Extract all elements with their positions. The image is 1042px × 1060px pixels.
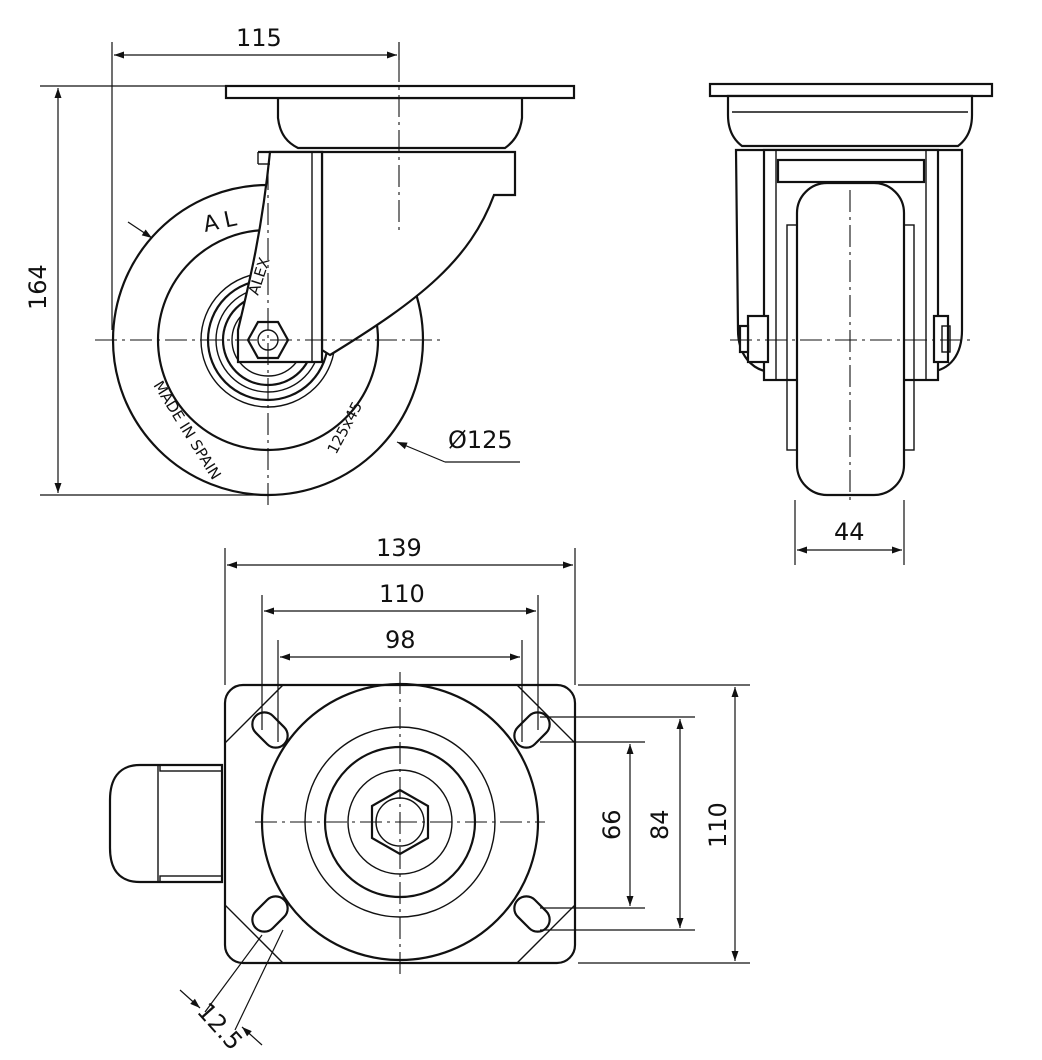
dim-hole-spacing-length-inner: 98 [385,626,416,654]
top-wheel [108,763,224,884]
mounting-slots [251,711,551,933]
top-view [108,672,577,975]
dim-slot-width: 12.5 [192,997,249,1055]
side-dimensions: 115 164 Ø125 [24,24,520,496]
dim-plate-width: 110 [704,802,732,848]
dim-hole-spacing-width-inner: 66 [598,809,626,840]
dim-hole-spacing-length-outer: 110 [379,580,425,608]
front-dimensions: 44 [794,500,905,565]
dim-hole-spacing-width-outer: 84 [646,809,674,840]
front-view [708,82,994,500]
size-marking: 125x45 [324,398,366,456]
dim-mount-offset: 115 [236,24,282,52]
dim-wheel-diameter: Ø125 [448,426,513,454]
brand-marking: AL [201,205,245,238]
top-dimensions: 139 110 98 66 84 110 12.5 [179,534,750,1056]
dim-overall-height: 164 [24,264,52,310]
dim-plate-length: 139 [376,534,422,562]
side-housing: ALEX [224,84,576,364]
origin-marking: MADE IN SPAIN [150,378,225,483]
dim-wheel-width: 44 [834,518,865,546]
